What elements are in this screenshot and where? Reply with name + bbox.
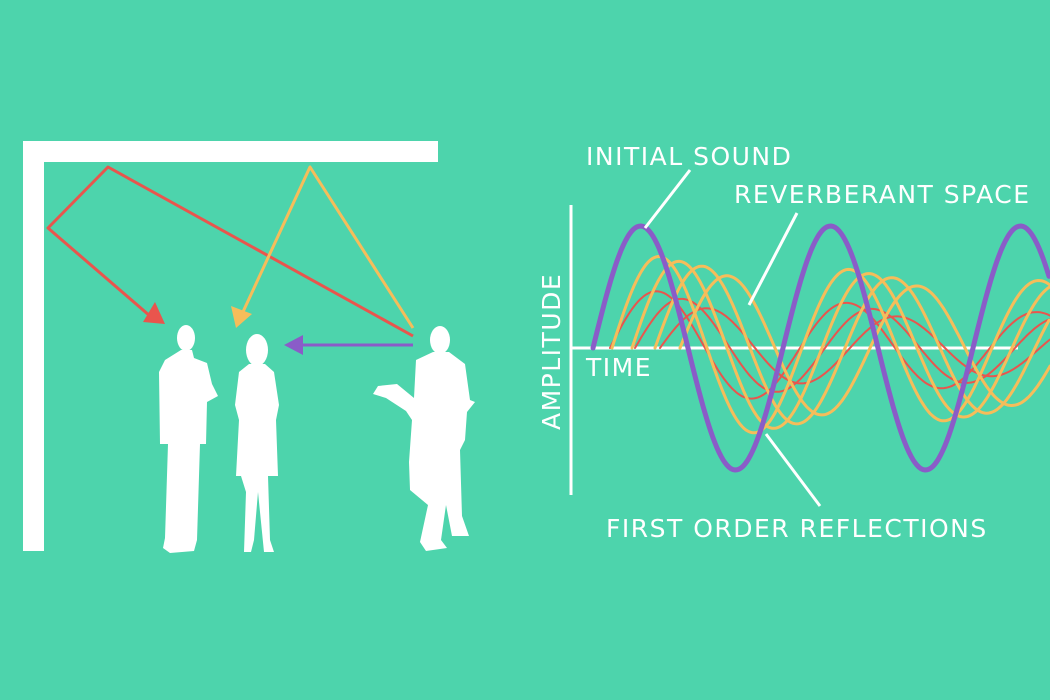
- first-order-reflections-label: FIRST ORDER REFLECTIONS: [606, 514, 988, 543]
- listener-man-icon: [159, 325, 218, 553]
- room-walls: [23, 141, 438, 551]
- first-order-wave-3: [653, 264, 1050, 426]
- first-order-arrowhead: [231, 306, 252, 328]
- ceiling-wall: [23, 141, 438, 162]
- waveforms: [590, 223, 1050, 473]
- people: [159, 325, 475, 553]
- initial-sound-leader: [643, 169, 692, 229]
- initial-sound-label: INITIAL SOUND: [586, 142, 792, 171]
- reverberant-path: [46, 165, 414, 338]
- initial-sound-wave: [590, 223, 1050, 473]
- graph-axes: [569, 205, 1018, 495]
- sound-paths: [46, 165, 415, 355]
- reverberant-wave-2: [634, 297, 1050, 393]
- reverberant-arrowhead: [143, 302, 165, 324]
- direct-arrowhead: [284, 335, 303, 355]
- first-order-path: [240, 165, 415, 329]
- amplitude-axis-label: AMPLITUDE: [537, 273, 566, 430]
- left-wall: [23, 141, 44, 551]
- first-order-wave-4: [678, 274, 1050, 417]
- first-order-wave-2: [630, 259, 1050, 430]
- time-axis-label: TIME: [585, 353, 652, 382]
- speaker-man-icon: [373, 326, 475, 551]
- first-order-reflections-leader: [764, 433, 822, 507]
- reverberant-space-leader: [747, 212, 799, 306]
- callout-leaders: [643, 169, 822, 507]
- listener-woman-icon: [235, 334, 279, 552]
- reverberant-space-label: REVERBERANT SPACE: [734, 180, 1031, 209]
- reverberant-wave-1: [609, 290, 1050, 400]
- first-order-wave-1: [610, 254, 1050, 435]
